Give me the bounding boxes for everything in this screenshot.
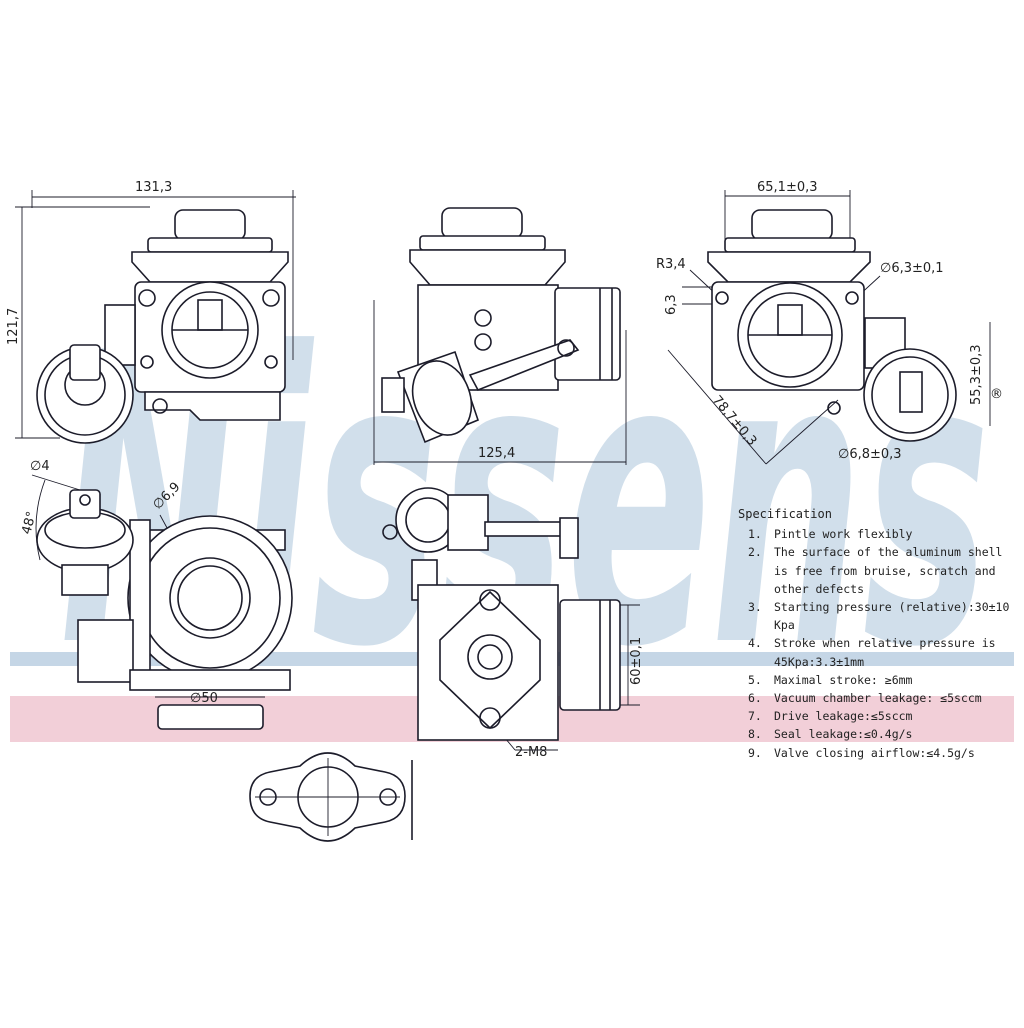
- spec-item-text: Starting pressure (relative):30±10 Kpa: [774, 600, 1010, 633]
- radius-dim: R3,4: [656, 257, 686, 272]
- spec-item-text: Drive leakage:≤5sccm: [774, 709, 913, 724]
- spec-item: 1. Pintle work flexibly: [738, 525, 1018, 543]
- port-dim: 55,3±0,3: [969, 344, 984, 405]
- rear-view: 65,1±0,3 R3,4 6,3 ∅6,3±0,1 78,7±0,3 55,3…: [656, 180, 991, 465]
- hole-a-dim: ∅6,3±0,1: [880, 261, 944, 276]
- spec-item-number: 2.: [748, 545, 762, 560]
- rear-width-dim: 65,1±0,3: [757, 180, 818, 195]
- hole-b-dim: ∅6,8±0,3: [838, 447, 902, 462]
- spec-item-number: 3.: [748, 600, 762, 615]
- front-width-dim: 131,3: [135, 180, 172, 195]
- spec-item-text: Stroke when relative pressure is 45Kpa:3…: [774, 636, 996, 669]
- spec-list: 1. Pintle work flexibly 2. The surface of t…: [738, 525, 1018, 762]
- spec-title: Specification: [738, 507, 832, 521]
- spec-item-text: Maximal stroke: ≥6mm: [774, 672, 913, 687]
- spec-item-number: 9.: [748, 745, 762, 760]
- spec-item: 6. Vacuum chamber leakage: ≤5sccm: [738, 689, 1018, 707]
- outlet-view: 60±0,1 2-M8: [382, 487, 644, 760]
- spec-item-number: 5.: [748, 672, 762, 687]
- spec-item: 7. Drive leakage:≤5sccm: [738, 707, 1018, 725]
- bottom-view: ∅4 48° ∅6,9 ∅50: [19, 459, 293, 730]
- spec-item: 2. The surface of the aluminum shell is f…: [738, 543, 1018, 598]
- offset-dim: 6,3: [664, 294, 679, 315]
- gasket-view: [249, 752, 413, 842]
- spec-item: 3. Starting pressure (relative):30±10 Kpa: [738, 598, 1018, 634]
- spec-item-number: 6.: [748, 691, 762, 706]
- d50-dim: ∅50: [190, 691, 218, 706]
- registered-mark: ®: [990, 387, 1003, 402]
- spec-item-number: 7.: [748, 709, 762, 724]
- side-width-dim: 125,4: [478, 446, 515, 461]
- front-height-dim: 121,7: [6, 308, 21, 345]
- d4-dim: ∅4: [30, 459, 50, 474]
- spec-item: 8. Seal leakage:≤0.4g/s: [738, 725, 1018, 743]
- spec-item-text: Pintle work flexibly: [774, 527, 913, 542]
- spec-item: 5. Maximal stroke: ≥6mm: [738, 671, 1018, 689]
- outlet-dim: 60±0,1: [629, 637, 644, 685]
- spec-item-text: Valve closing airflow:≤4.5g/s: [774, 745, 975, 760]
- spec-item: 4. Stroke when relative pressure is 45Kpa…: [738, 634, 1018, 670]
- spec-item-number: 4.: [748, 636, 762, 651]
- spec-item-text: The surface of the aluminum shell is fre…: [774, 545, 1003, 596]
- spec-item-number: 8.: [748, 727, 762, 742]
- bolt-dim: 2-M8: [515, 745, 547, 760]
- angle-dim: 48°: [19, 510, 39, 536]
- spec-item-text: Seal leakage:≤0.4g/s: [774, 727, 913, 742]
- specification-panel: Specification 1. Pintle work flexibly 2. Th…: [738, 505, 1018, 762]
- side-view: 125,4: [373, 207, 627, 465]
- spec-item: 9. Valve closing airflow:≤4.5g/s: [738, 744, 1018, 762]
- front-view: 131,3 121,7: [6, 180, 296, 444]
- spec-item-text: Vacuum chamber leakage: ≤5sccm: [774, 691, 982, 706]
- spec-item-number: 1.: [748, 527, 762, 542]
